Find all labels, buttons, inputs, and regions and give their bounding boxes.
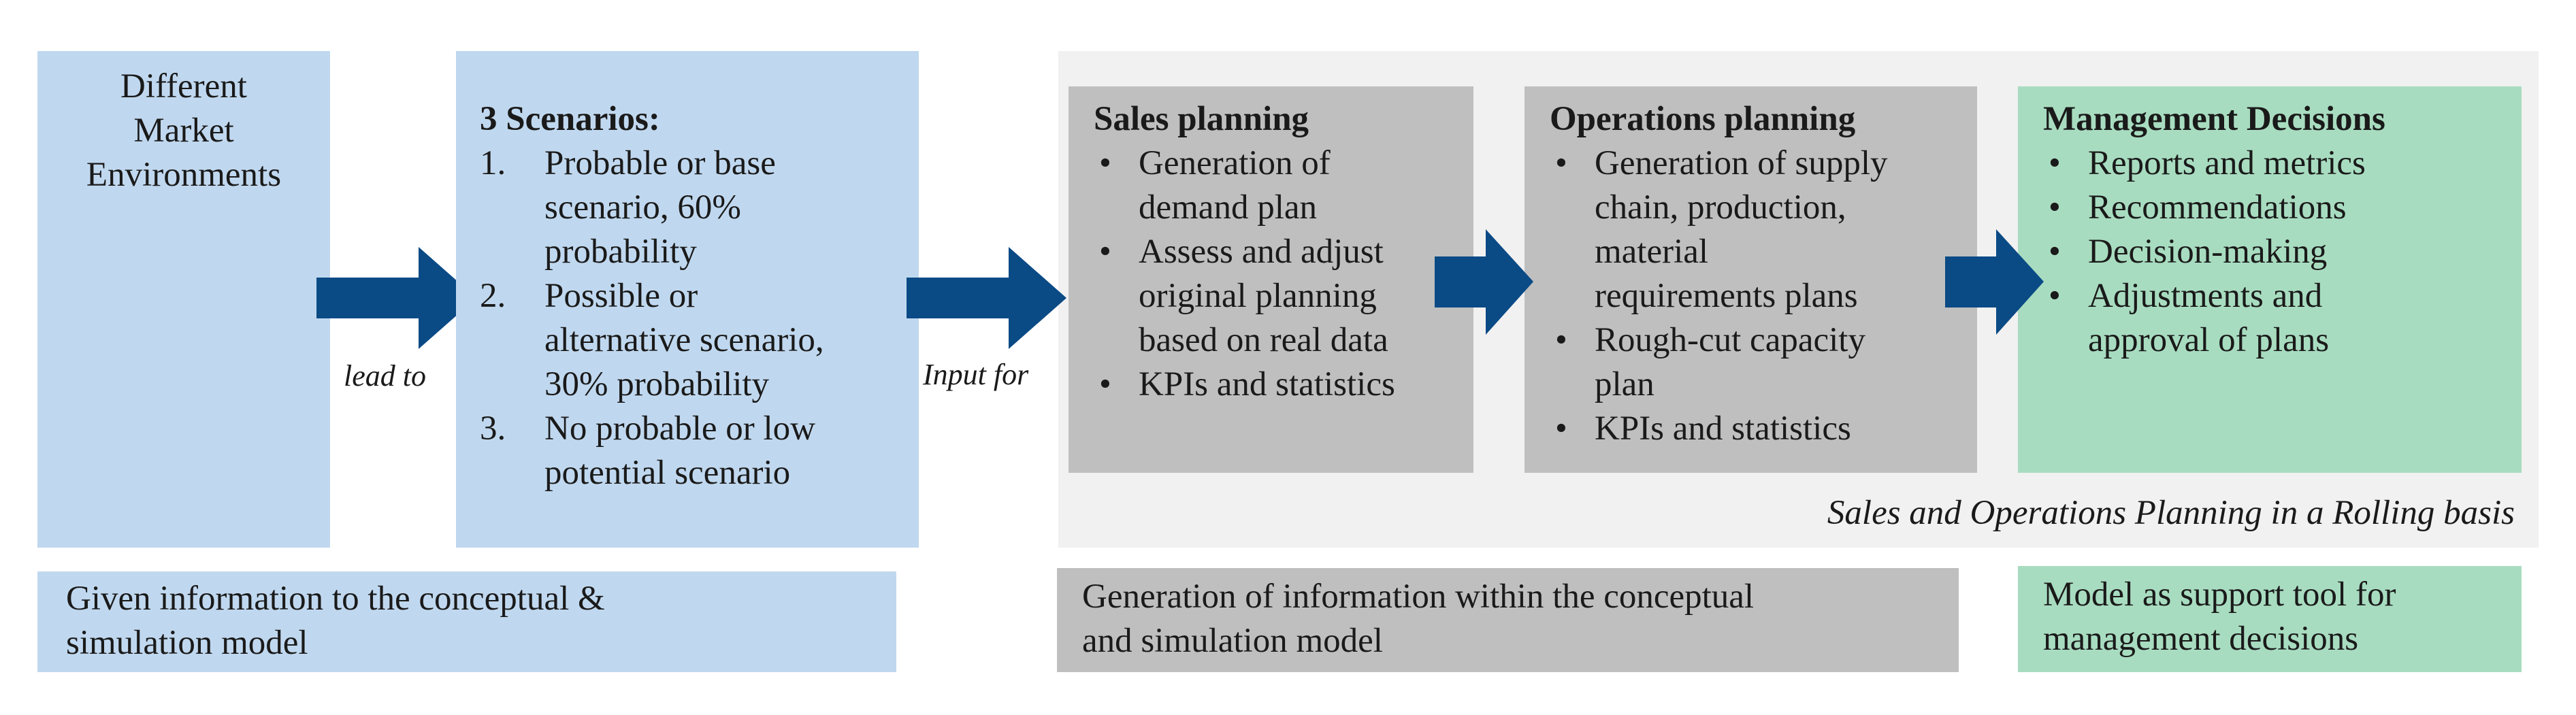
scenario-line: potential scenario: [544, 454, 791, 492]
generation-line: and simulation model: [1082, 622, 1383, 660]
management-item: Reports and metrics: [2043, 142, 2520, 186]
operations-line: KPIs and statistics: [1595, 410, 1851, 448]
operations-line: requirements plans: [1595, 277, 1858, 315]
given-information-box: Given information to the conceptual & si…: [37, 571, 896, 672]
arrow-sales-to-operations: [1435, 229, 1533, 335]
management-decisions-content: Management Decisions Reports and metrics…: [2043, 97, 2520, 363]
given-information-text: Given information to the conceptual & si…: [66, 577, 605, 665]
operations-item: KPIs and statistics: [1550, 407, 1975, 451]
management-line: Adjustments and: [2088, 277, 2323, 315]
sales-planning-content: Sales planning Generation of demand plan…: [1094, 97, 1475, 407]
sales-line: KPIs and statistics: [1139, 365, 1395, 403]
input-for-label: Input for: [923, 358, 1029, 391]
operations-planning-list: Generation of supply chain, production, …: [1550, 142, 1975, 451]
scenario-item: 2. Possible or alternative scenario, 30%…: [480, 274, 915, 407]
sales-line: based on real data: [1139, 321, 1388, 359]
operations-planning-title: Operations planning: [1550, 100, 1856, 138]
management-item: Recommendations: [2043, 186, 2520, 230]
market-line: Different: [120, 67, 247, 105]
scenario-number: 1.: [480, 144, 506, 182]
operations-item: Generation of supply chain, production, …: [1550, 142, 1975, 318]
support-tool-box: Model as support tool for management dec…: [2018, 566, 2522, 672]
generation-line: Generation of information within the con…: [1082, 578, 1755, 616]
scenario-line: probability: [544, 233, 697, 271]
arrow-input-for: [907, 247, 1066, 349]
market-line: Market: [133, 112, 234, 150]
support-line: management decisions: [2043, 620, 2359, 658]
management-item: Decision-making: [2043, 230, 2520, 274]
scenarios-content: 3 Scenarios: 1. Probable or base scenari…: [480, 97, 915, 495]
arrow-operations-to-management: [1945, 229, 2044, 335]
management-decisions-title: Management Decisions: [2043, 100, 2385, 138]
management-decisions-box: Management Decisions Reports and metrics…: [2018, 86, 2522, 473]
scenario-line: alternative scenario,: [544, 321, 824, 359]
arrow-lead-to: [316, 247, 476, 349]
market-environments-box: Different Market Environments: [37, 51, 330, 548]
scenario-item: 3. No probable or low potential scenario: [480, 407, 915, 495]
scenario-number: 2.: [480, 277, 506, 315]
operations-line: Generation of supply: [1595, 144, 1888, 182]
sop-panel-caption: Sales and Operations Planning in a Rolli…: [1827, 494, 2515, 532]
sales-planning-title: Sales planning: [1094, 100, 1309, 138]
scenario-number: 3.: [480, 410, 506, 448]
scenario-item: 1. Probable or base scenario, 60% probab…: [480, 142, 915, 274]
scenario-line: Probable or base: [544, 144, 776, 182]
management-decisions-list: Reports and metrics Recommendations Deci…: [2043, 142, 2520, 363]
scenario-line: No probable or low: [544, 410, 815, 448]
management-line: Recommendations: [2088, 188, 2347, 227]
management-line: approval of plans: [2088, 321, 2330, 359]
operations-planning-box: Operations planning Generation of supply…: [1525, 86, 1977, 473]
generation-information-text: Generation of information within the con…: [1082, 575, 1754, 663]
sales-item: Assess and adjust original planning base…: [1094, 230, 1475, 363]
operations-line: chain, production,: [1595, 188, 1846, 227]
sales-planning-box: Sales planning Generation of demand plan…: [1069, 86, 1473, 473]
sales-line: Generation of: [1139, 144, 1331, 182]
operations-line: material: [1595, 233, 1709, 271]
sales-line: Assess and adjust: [1139, 233, 1384, 271]
support-tool-text: Model as support tool for management dec…: [2043, 573, 2396, 661]
market-environments-text: Different Market Environments: [37, 65, 330, 197]
operations-planning-content: Operations planning Generation of supply…: [1550, 97, 1975, 451]
given-line: Given information to the conceptual &: [66, 580, 605, 618]
scenario-line: Possible or: [544, 277, 698, 315]
given-line: simulation model: [66, 624, 308, 662]
sales-line: demand plan: [1139, 188, 1317, 227]
support-line: Model as support tool for: [2043, 576, 2396, 614]
operations-item: Rough-cut capacity plan: [1550, 318, 1975, 407]
scenarios-title: 3 Scenarios:: [480, 100, 660, 138]
scenario-line: 30% probability: [544, 365, 770, 403]
operations-line: Rough-cut capacity: [1595, 321, 1865, 359]
sales-item: KPIs and statistics: [1094, 363, 1475, 407]
market-line: Environments: [86, 156, 282, 194]
operations-line: plan: [1595, 365, 1654, 403]
generation-information-box: Generation of information within the con…: [1057, 568, 1959, 672]
management-line: Reports and metrics: [2088, 144, 2366, 182]
scenario-line: scenario, 60%: [544, 188, 741, 227]
lead-to-label: lead to: [344, 359, 426, 393]
scenarios-box: 3 Scenarios: 1. Probable or base scenari…: [456, 51, 919, 548]
sales-item: Generation of demand plan: [1094, 142, 1475, 230]
sales-planning-list: Generation of demand plan Assess and adj…: [1094, 142, 1475, 407]
scenarios-list: 1. Probable or base scenario, 60% probab…: [480, 142, 915, 495]
management-line: Decision-making: [2088, 233, 2328, 271]
sales-line: original planning: [1139, 277, 1377, 315]
management-item: Adjustments and approval of plans: [2043, 274, 2520, 363]
